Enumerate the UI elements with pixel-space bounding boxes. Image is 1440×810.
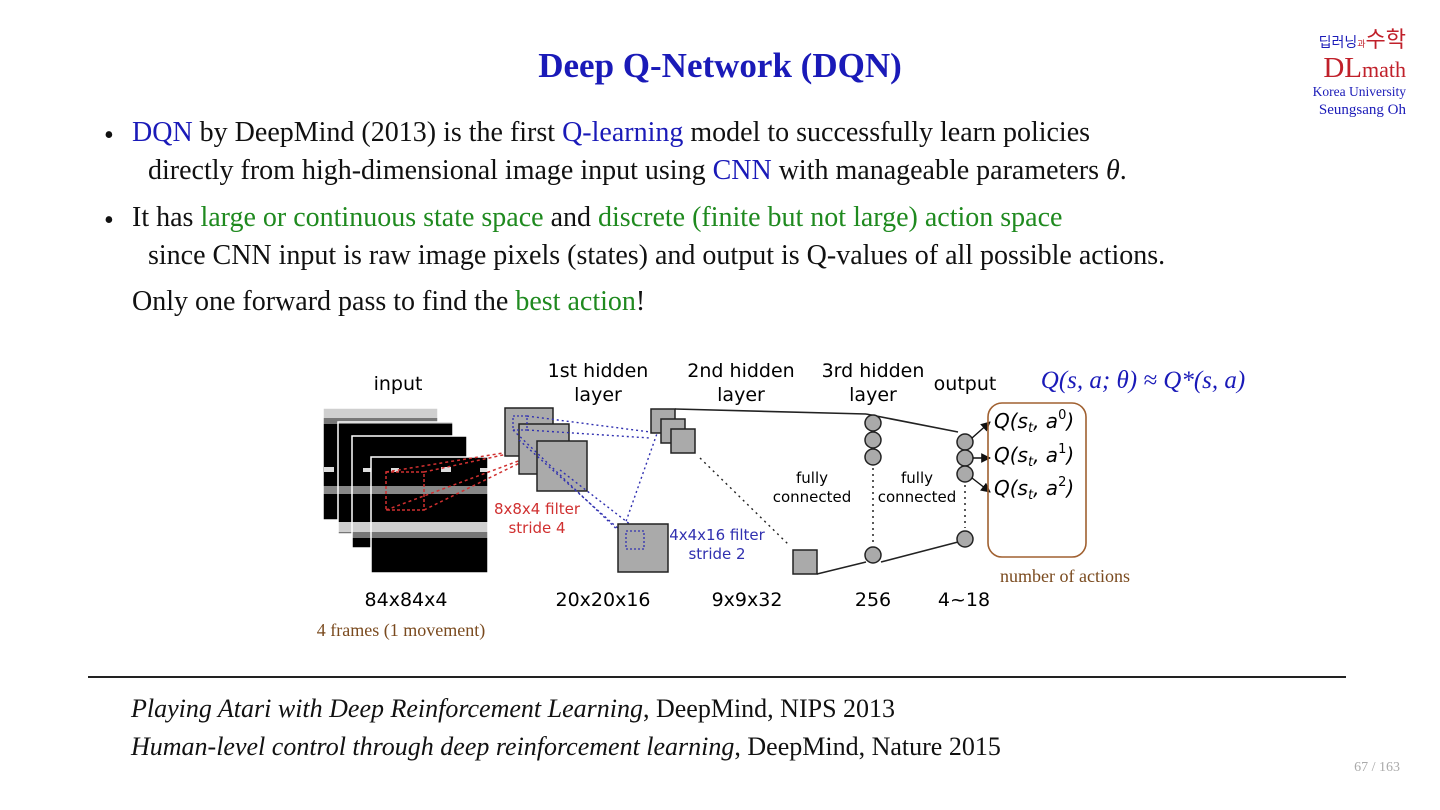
reference-1: Playing Atari with Deep Reinforcement Le… <box>131 694 896 723</box>
divider-rule <box>88 676 1346 678</box>
filter2-label-1: 4x4x16 filter <box>669 526 765 544</box>
label-input: input <box>374 373 423 395</box>
filter1-label-1: 8x8x4 filter <box>494 500 581 518</box>
bullet2-line1: It has large or continuous state space a… <box>132 202 1063 233</box>
fc2-label-2: connected <box>878 488 957 506</box>
dim-input: 84x84x4 <box>365 589 448 611</box>
q-value-2: Q(st, a2) <box>994 475 1074 503</box>
logo-dlmath: DLmath <box>1323 52 1406 84</box>
hidden-layer-2 <box>617 408 696 573</box>
fc2-label-1: fully <box>901 469 933 487</box>
filter1-label-2: stride 4 <box>508 519 565 537</box>
label-h1-line1: 1st hidden <box>548 360 649 382</box>
logo-author: Seungsang Oh <box>1318 101 1406 118</box>
input-frames <box>322 407 489 574</box>
label-h3-line2: layer <box>849 384 897 406</box>
dim-h2: 9x9x32 <box>712 589 783 611</box>
q-values: Q(st, a0) Q(st, a1) Q(st, a2) <box>994 408 1074 503</box>
label-h3-line1: 3rd hidden <box>822 360 925 382</box>
logo-korean: 딥러닝과수학 <box>1318 28 1406 53</box>
q-values-box <box>987 402 1087 558</box>
neurons-256 <box>864 414 882 564</box>
number-of-actions-label: number of actions <box>1000 566 1130 586</box>
dim-h3: 256 <box>855 589 891 611</box>
frames-note: 4 frames (1 movement) <box>317 620 485 641</box>
dqn-architecture-diagram: input 1st hidden layer 2nd hidden layer … <box>317 360 1245 641</box>
page-number: 67 / 163 <box>1354 760 1400 775</box>
dlmath-logo: 딥러닝과수학 DLmath Korea University Seungsang… <box>1313 30 1406 118</box>
bullet-dot-2: • <box>104 205 114 236</box>
fc1-label-1: fully <box>796 469 828 487</box>
output-neurons <box>956 433 974 548</box>
slide-title: Deep Q-Network (DQN) <box>538 46 902 85</box>
dim-output: 4~18 <box>938 589 990 611</box>
label-h1-line2: layer <box>574 384 622 406</box>
hidden-layer-3-block <box>792 549 818 575</box>
filter2-label-2: stride 2 <box>688 545 745 563</box>
dim-h1: 20x20x16 <box>555 589 650 611</box>
q-value-1: Q(st, a1) <box>994 442 1074 470</box>
reference-2: Human-level control through deep reinfor… <box>131 732 1001 761</box>
line3: Only one forward pass to find the best a… <box>132 286 646 317</box>
bullet-dot-1: • <box>104 120 114 151</box>
q-value-0: Q(st, a0) <box>994 408 1074 436</box>
hidden-layer-1 <box>504 407 588 492</box>
bullet2-line2: since CNN input is raw image pixels (sta… <box>148 240 1166 271</box>
bullet1-line2: directly from high-dimensional image inp… <box>148 155 1127 186</box>
q-approx-formula: Q(s, a; θ) ≈ Q*(s, a) <box>1041 367 1245 394</box>
logo-university: Korea University <box>1312 84 1406 99</box>
fc1-label-2: connected <box>773 488 852 506</box>
fc-connections <box>674 408 959 575</box>
label-h2-line2: layer <box>717 384 765 406</box>
bullet1-line1: DQN by DeepMind (2013) is the first Q-le… <box>132 117 1091 148</box>
output-arrows <box>971 421 991 493</box>
label-output: output <box>934 373 997 395</box>
label-h2-line1: 2nd hidden <box>687 360 794 382</box>
